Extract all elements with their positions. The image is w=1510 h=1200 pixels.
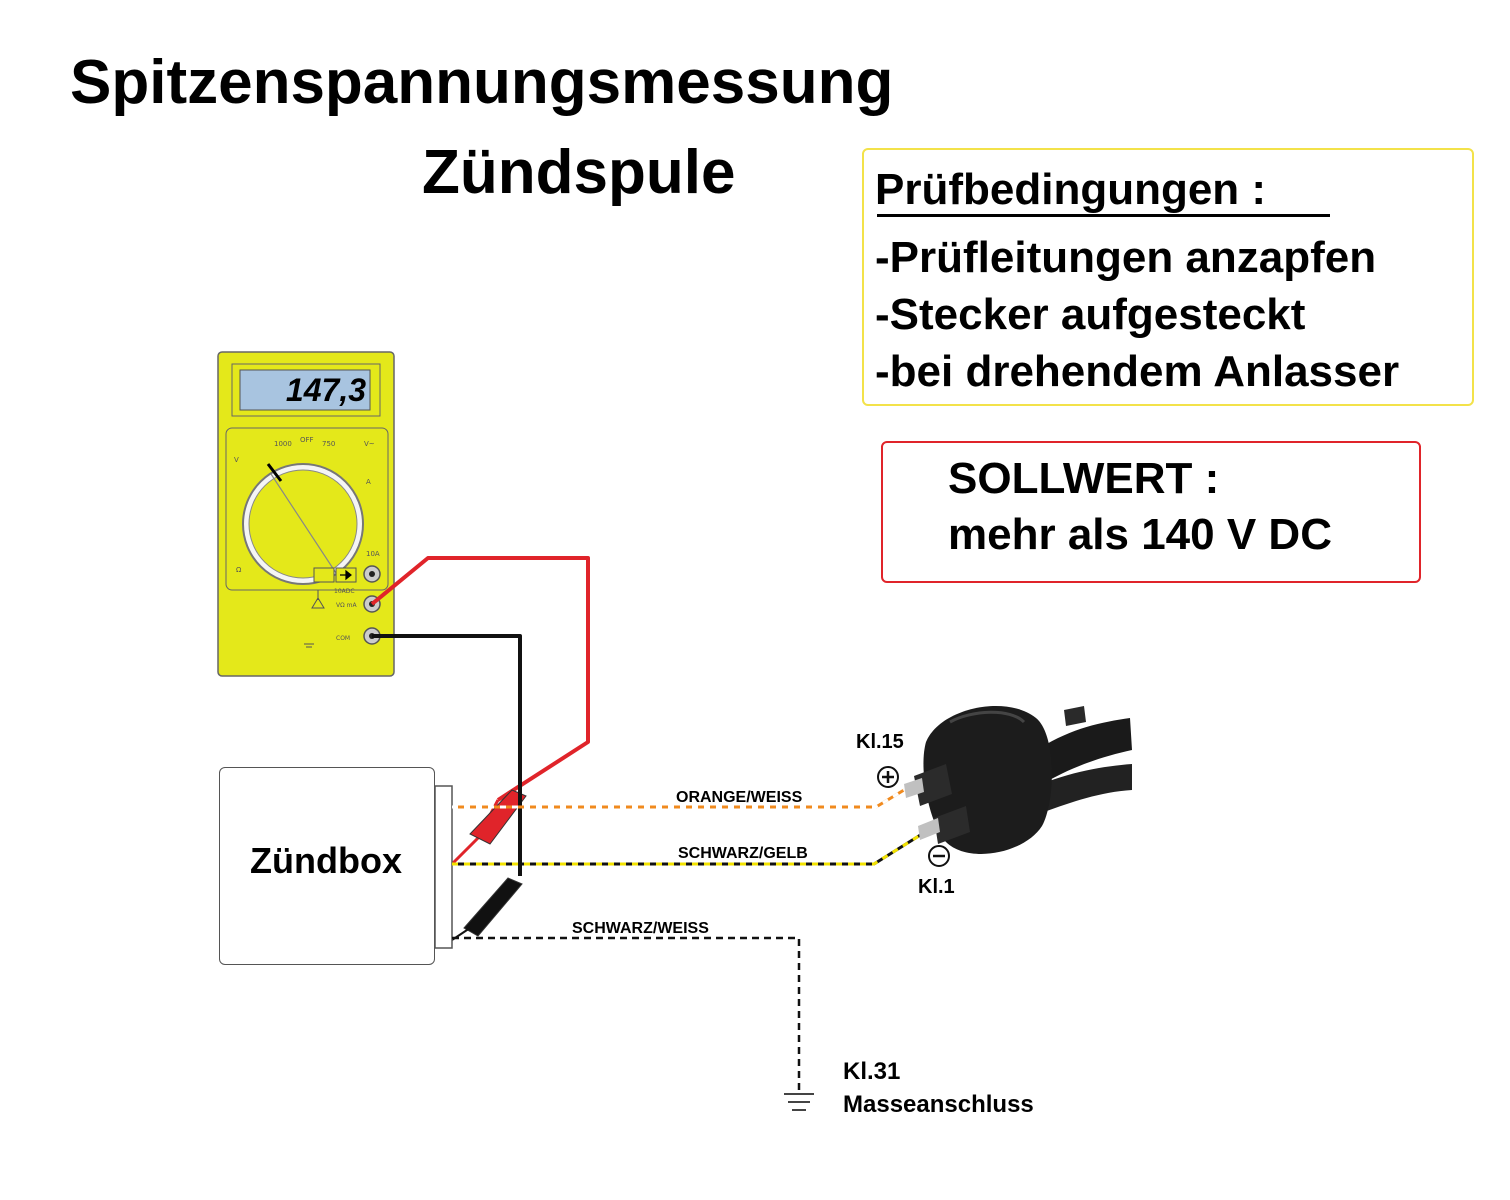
condition-item: -Prüfleitungen anzapfen (875, 233, 1377, 282)
ignition-box-label: Zündbox (250, 840, 402, 881)
multimeter-reading: 147,3 (285, 372, 366, 408)
svg-text:V: V (234, 456, 239, 464)
target-value-heading: SOLLWERT : (948, 454, 1220, 503)
svg-text:1000: 1000 (274, 440, 292, 448)
wire-black-yellow (452, 832, 923, 866)
lcd-display (239, 369, 371, 411)
svg-text:A: A (366, 478, 371, 486)
zundbox-connector (434, 785, 453, 949)
plus-icon (877, 766, 899, 788)
terminal-label-kl15: Kl.15 (856, 731, 904, 753)
svg-text:10ADC: 10ADC (334, 588, 355, 595)
black-probe-lead (372, 634, 522, 876)
ground-connection-label: Masseanschluss (843, 1091, 1034, 1118)
condition-item: -Stecker aufgesteckt (875, 290, 1306, 339)
minus-icon (928, 845, 950, 867)
wire-orange-white (452, 788, 905, 809)
diagram-subtitle: Zündspule (422, 138, 736, 207)
svg-text:Ω: Ω (236, 566, 242, 574)
red-probe-lead (370, 556, 590, 802)
svg-text:COM: COM (336, 635, 350, 642)
wire-label-ground: SCHWARZ/WEISS (572, 920, 709, 937)
dial-pointer (266, 463, 283, 482)
ground-icon (784, 1093, 814, 1111)
test-conditions-heading: Prüfbedingungen : (875, 165, 1267, 214)
heading-underline (877, 214, 1330, 217)
test-conditions-box (862, 148, 1474, 406)
target-value-text: mehr als 140 V DC (948, 510, 1332, 559)
red-probe-tip (469, 789, 527, 845)
condition-item: -bei drehendem Anlasser (875, 347, 1400, 396)
terminal-label-kl31: Kl.31 (843, 1058, 901, 1085)
svg-text:VΩ mA: VΩ mA (336, 602, 357, 609)
svg-text:750: 750 (322, 440, 335, 448)
svg-text:V~: V~ (364, 440, 375, 448)
wire-label-orange: ORANGE/WEISS (676, 789, 803, 806)
black-probe-tip (463, 877, 523, 937)
svg-text:OFF: OFF (300, 436, 314, 444)
target-value-box (881, 441, 1421, 583)
multimeter: V 1000 OFF 750 V~ A Ω 10A 10ADC VΩ mA COM (217, 351, 395, 677)
wire-black-white (452, 936, 801, 1092)
svg-text:10A: 10A (366, 550, 380, 558)
ignition-coil-icon (904, 705, 1132, 854)
diagram-title: Spitzenspannungsmessung (70, 48, 894, 117)
wire-label-yellow: SCHWARZ/GELB (678, 845, 808, 862)
terminal-label-kl1: Kl.1 (918, 876, 955, 898)
ignition-box (219, 767, 435, 965)
